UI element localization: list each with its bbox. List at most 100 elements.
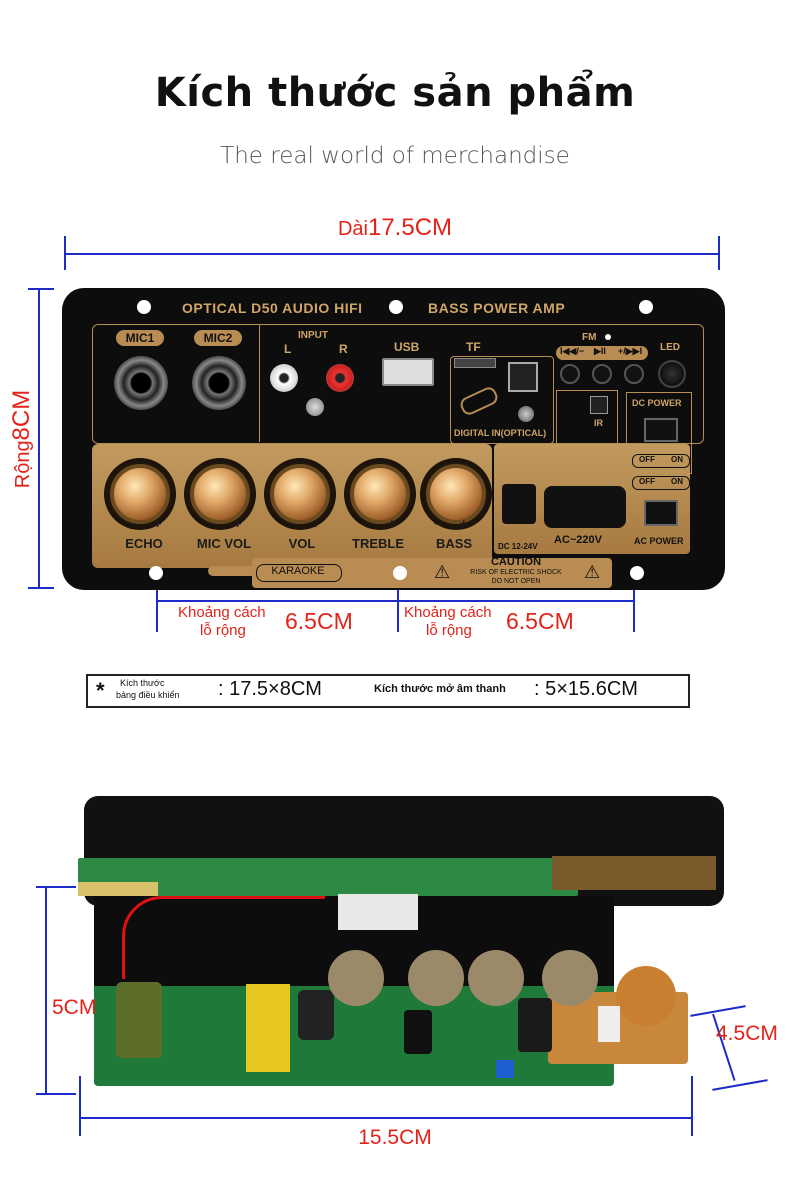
on-label: ON [671,477,683,486]
rca-right-jack[interactable] [326,364,354,392]
caution-label: CAUTION [490,556,542,568]
pcb-height-line [45,886,47,1094]
warning-icon: ⚠ [584,562,601,582]
dc-jack[interactable] [502,484,536,524]
warning-icon: ⚠ [434,562,451,582]
hole-spacing-tick [633,590,635,632]
control-label-line1: Kích thước [120,678,165,688]
dc-power-label: DC POWER [632,398,682,408]
transformer [246,984,290,1072]
knob-minus: − [434,516,442,531]
vol-label: VOL [288,536,316,551]
length-dimension-tick-right [718,236,720,270]
mic-vol-label: MIC VOL [196,536,252,551]
potentiometer [328,950,384,1006]
brand-right: BASS POWER AMP [428,300,566,316]
treble-knob[interactable] [350,464,410,524]
bass-label: BASS [435,536,473,551]
optical-screw-icon [518,406,534,422]
page-title: Kích thước sản phẩm [154,70,636,116]
ac-socket[interactable] [544,486,626,528]
mic2-jack[interactable] [192,356,246,410]
fm-label: FM [582,332,597,343]
next-button[interactable] [624,364,644,384]
led-indicator [658,360,686,388]
pcb-length-tick [691,1076,693,1136]
width-value: 8CM [8,389,35,441]
caution-line1: RISK OF ELECTRIC SHOCK [470,569,562,576]
ac-power-label: AC POWER [634,536,684,546]
pcb-height-tick [36,886,76,888]
optical-port[interactable] [508,362,538,392]
ac-voltage-label: AC~220V [554,534,603,546]
ir-label: IR [594,418,603,428]
hole-spacing-line [156,600,634,602]
dc-voltage-label: DC 12-24V [498,542,538,551]
dc-power-switch[interactable] [644,418,678,442]
led-label: LED [660,342,680,353]
off-label: OFF [639,477,655,486]
next-label: +/▶▶I [618,346,643,356]
off-label: OFF [639,455,655,464]
microphone-icon [208,566,254,576]
mic-vol-knob[interactable] [190,464,250,524]
width-dimension-tick-bottom [28,587,54,589]
bottom-strip [252,558,612,588]
knob-plus: + [460,516,468,531]
bass-knob[interactable] [426,464,486,524]
ir-frame [556,390,618,444]
play-label: ▶II [594,346,606,356]
pcb-side-board [552,856,716,890]
knob-plus: + [154,516,162,531]
knob-minus: − [206,516,214,531]
blue-trimmer [496,1060,514,1078]
control-strip [556,346,648,360]
size-note: * Kích thước bảng điều khiển : 17.5×8CM … [86,674,690,708]
input-l-label: L [284,342,292,356]
pcb-height-label: 5CM [52,996,97,1019]
rca-left-jack[interactable] [270,364,298,392]
control-label-line2: bảng điều khiển [116,690,180,700]
capacitor [298,990,334,1040]
off-on-strip: OFF ON [632,454,690,468]
white-connector [598,1006,620,1042]
note-star: * [96,678,105,703]
on-label: ON [671,455,683,464]
mic1-jack[interactable] [114,356,168,410]
mount-hole [630,566,644,580]
capacitor [404,1010,432,1054]
knob-minus: − [362,516,370,531]
mount-hole [639,300,653,314]
echo-knob[interactable] [110,464,170,524]
hole-label-line2: lỗ rộng [426,622,472,639]
prev-button[interactable] [560,364,580,384]
control-panel: OPTICAL D50 AUDIO HIFI BASS POWER AMP MI… [62,288,725,590]
hole-label-line1: Khoảng cách [404,604,492,621]
tf-label: TF [466,340,481,354]
red-wire [122,896,325,979]
mount-hole [137,300,151,314]
mic2-label: MIC2 [203,331,233,345]
karaoke-badge [256,564,342,582]
usb-label: USB [394,340,420,354]
pcb-length-label: 15.5CM [358,1126,432,1149]
screw-icon [306,398,324,416]
input-label: INPUT [298,330,328,341]
tf-slot[interactable] [454,358,496,368]
potentiometer [542,950,598,1006]
play-button[interactable] [592,364,612,384]
mount-hole [389,300,403,314]
pcb-photo: B50K [78,796,728,1096]
fm-indicator [605,334,611,340]
vol-knob[interactable] [270,464,330,524]
hole-spacing-tick [397,590,399,632]
usb-port[interactable] [382,358,434,386]
capacitor [116,982,162,1058]
length-label: Dài17.5CM [0,214,790,242]
ac-power-switch[interactable] [644,500,678,526]
pot-label: B50K [640,960,660,969]
mic2-badge [194,330,242,346]
pcb-yellow-strip [78,882,158,896]
capacitor [518,998,552,1052]
mic1-badge [116,330,164,346]
